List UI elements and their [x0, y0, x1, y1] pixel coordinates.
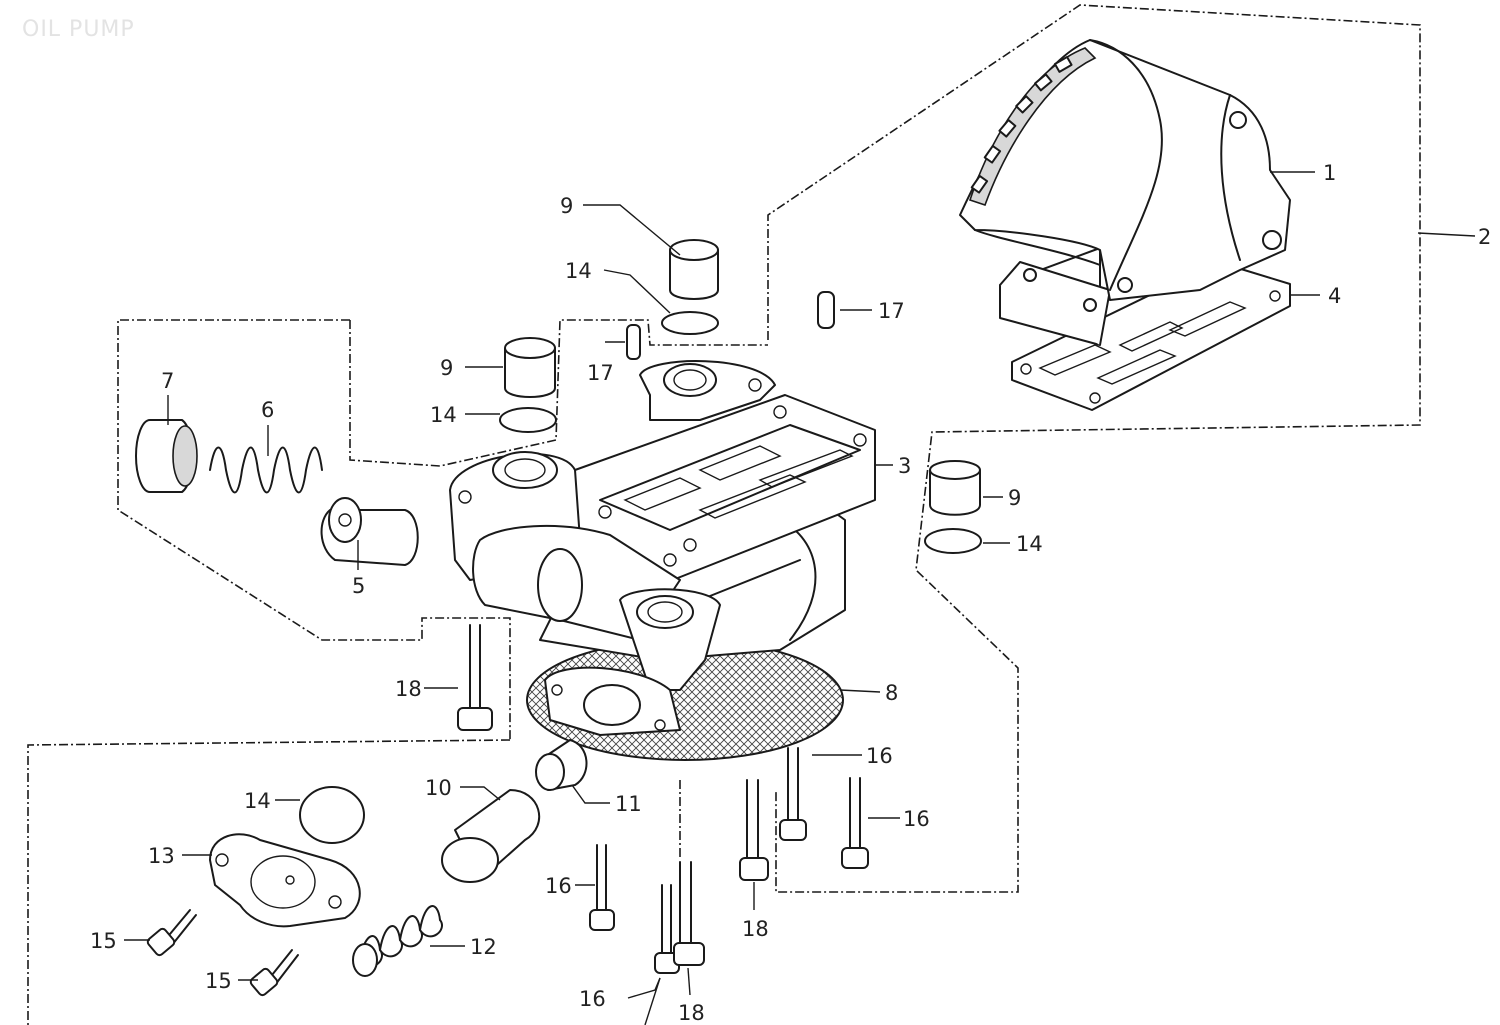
collar-part-9-upper [669, 239, 719, 300]
callout-18-left: 18 [395, 677, 422, 701]
bolt-part-18-left [457, 624, 493, 731]
callout-16-c: 16 [545, 874, 572, 898]
callout-14-left: 14 [430, 403, 457, 427]
callout-9-left: 9 [440, 356, 453, 380]
o-ring-part-14-left [499, 407, 557, 433]
o-ring-part-14-upper [661, 311, 719, 335]
bolt-part-16-a [779, 747, 807, 841]
callout-14-upper: 14 [565, 259, 592, 283]
relief-valve-part-5 [320, 497, 419, 566]
spring-part-12 [352, 905, 443, 977]
callout-3: 3 [898, 454, 911, 478]
callout-8: 8 [885, 681, 898, 705]
callout-18-middle: 18 [742, 917, 769, 941]
callout-1: 1 [1323, 161, 1336, 185]
pin-part-11 [535, 739, 588, 791]
callout-13: 13 [148, 844, 175, 868]
bolt-part-15-upper [146, 909, 197, 957]
callout-9-right: 9 [1008, 486, 1021, 510]
pump-rotor-part-10 [441, 789, 541, 883]
bolt-part-15-lower [249, 949, 299, 997]
callout-9-upper: 9 [560, 194, 573, 218]
cover-gear-teeth [970, 56, 1073, 194]
callout-6: 6 [261, 398, 274, 422]
callout-16-d: 16 [579, 987, 606, 1011]
callout-labels: 1 2 3 4 5 6 7 8 9 9 9 10 11 12 13 14 14 … [90, 161, 1491, 1025]
collar-part-9-left [504, 337, 556, 398]
callout-15-lower: 15 [205, 969, 232, 993]
callout-12: 12 [470, 935, 497, 959]
pump-body-part-3 [449, 360, 876, 761]
callout-17-right: 17 [878, 299, 905, 323]
assembly-boundary-lines [27, 4, 1421, 1025]
cover-plate-part-13 [209, 833, 361, 928]
callout-10: 10 [425, 776, 452, 800]
dowel-pin-part-17-left [626, 324, 641, 360]
callout-11: 11 [615, 792, 642, 816]
callout-16-a: 16 [866, 744, 893, 768]
callout-14-lower: 14 [244, 789, 271, 813]
callout-4: 4 [1328, 284, 1341, 308]
dowel-pin-part-17-right [817, 291, 835, 329]
bolt-part-18-bottom [673, 861, 705, 966]
plug-part-7 [135, 419, 198, 493]
callout-15-upper: 15 [90, 929, 117, 953]
bolt-part-16-c [589, 844, 615, 931]
callout-2: 2 [1478, 225, 1491, 249]
spring-part-6 [209, 446, 323, 494]
collar-part-9-right [929, 460, 981, 516]
callout-16-b: 16 [903, 807, 930, 831]
callout-7: 7 [161, 369, 174, 393]
o-ring-part-14-lower [299, 786, 365, 844]
callout-18-bottom: 18 [678, 1001, 705, 1025]
o-ring-part-14-right [924, 528, 982, 554]
callout-14-right: 14 [1016, 532, 1043, 556]
callout-5: 5 [352, 574, 365, 598]
diagram-title: OIL PUMP [22, 17, 135, 42]
leader-lines [124, 171, 1476, 1025]
bolt-part-18-middle [739, 779, 769, 881]
pump-cover-part-1 [959, 39, 1291, 411]
callout-17-left: 17 [587, 361, 614, 385]
bolt-part-16-b [841, 777, 869, 869]
